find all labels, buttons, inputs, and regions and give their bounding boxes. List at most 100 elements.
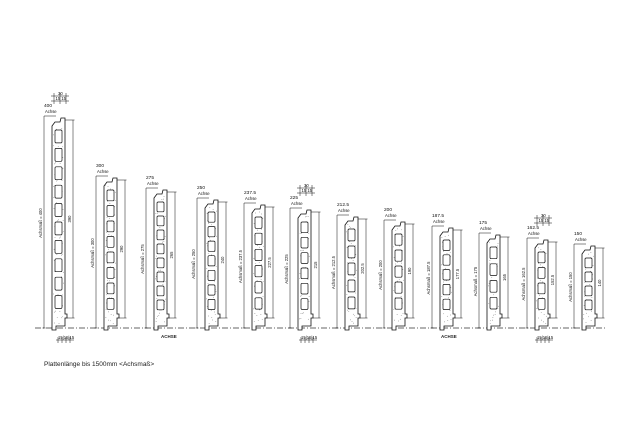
hollow-cell <box>106 189 115 202</box>
hollow-cell <box>106 251 115 264</box>
svg-text:15|15|15: 15|15|15 <box>58 335 75 340</box>
top-width-label: 200 <box>384 207 392 213</box>
hollow-cell <box>442 269 451 281</box>
hollow-cell <box>489 263 498 276</box>
axis-label-2: ACHSE <box>441 334 457 339</box>
achsmass-label: Achsmaß = 225 <box>284 254 289 284</box>
achsmass-label: Achsmaß = 300 <box>90 238 95 268</box>
hollow-cell <box>489 296 498 310</box>
top-width-label: 175 <box>479 220 487 226</box>
hollow-cell <box>254 265 263 278</box>
top-width-label: 162.5 <box>527 225 539 231</box>
height-label: 290 <box>119 245 124 253</box>
hollow-cell <box>254 297 263 310</box>
hollow-cell <box>584 299 593 311</box>
achsmass-label: Achsmaß = 400 <box>38 208 43 238</box>
top-width-label: 400 <box>44 103 52 109</box>
hollow-cell <box>584 271 593 283</box>
top-dim-parts: 15 15 <box>56 96 67 101</box>
axis-label-1: ACHSE <box>161 334 177 339</box>
achse-label: Achse <box>480 226 492 231</box>
hollow-cell <box>347 279 356 293</box>
hollow-cell <box>442 298 451 310</box>
top-width-label: 150 <box>574 231 582 237</box>
hollow-cell <box>537 298 546 310</box>
top-width-label: 237.5 <box>244 190 256 196</box>
height-label: 390 <box>67 215 72 223</box>
hollow-cell <box>442 239 451 251</box>
hollow-cell <box>347 296 356 310</box>
achse-label: Achse <box>338 208 350 213</box>
hollow-cell <box>254 248 263 261</box>
achse-label: Achse <box>147 181 159 186</box>
hollow-cell <box>537 251 546 264</box>
achsmass-label: Achsmaß = 175 <box>473 266 478 296</box>
hollow-cell <box>156 229 165 241</box>
height-label: 152.5 <box>550 274 555 285</box>
top-dim-total: 30 <box>541 213 546 218</box>
svg-text:15|15|15: 15|15|15 <box>537 335 554 340</box>
hollow-cell <box>207 226 216 238</box>
svg-text:15|15|15: 15|15|15 <box>301 335 318 340</box>
achsmass-label: Achsmaß = 187.5 <box>426 261 431 295</box>
hollow-cell <box>347 262 356 276</box>
hollow-cell <box>394 297 403 310</box>
height-label: 215 <box>313 261 318 269</box>
top-width-label: 187.5 <box>432 213 444 219</box>
hollow-cell <box>254 216 263 229</box>
hollow-cell <box>300 282 309 295</box>
panel-length-note: Plattenlänge bis 1500mm <Achsmaß> <box>44 361 155 368</box>
hollow-cell <box>156 257 165 269</box>
hollow-cell <box>300 221 309 234</box>
achse-label: Achse <box>433 219 445 224</box>
hollow-cell <box>156 271 165 283</box>
achse-label: Achse <box>291 201 303 206</box>
hollow-cell <box>207 299 216 310</box>
hollow-cell <box>54 129 63 144</box>
achse-label: Achse <box>385 213 397 218</box>
hollow-cell <box>156 243 165 255</box>
achse-label: Achse <box>575 237 587 242</box>
top-width-label: 250 <box>197 185 205 191</box>
hollow-cell <box>156 285 165 297</box>
hollow-cell <box>54 258 63 273</box>
achsmass-label: Achsmaß = 200 <box>378 260 383 290</box>
hollow-cell <box>584 257 593 269</box>
achsmass-label: Achsmaß = 275 <box>140 244 145 274</box>
height-label: 165 <box>502 273 507 281</box>
hollow-cell <box>156 215 165 227</box>
top-width-label: 300 <box>96 163 104 169</box>
hollow-cell <box>156 299 165 311</box>
hollow-cell <box>300 252 309 264</box>
hollow-cell <box>394 233 403 246</box>
top-width-label: 212.5 <box>337 202 349 208</box>
height-label: 202.5 <box>360 263 365 274</box>
achsmass-label: Achsmaß = 150 <box>568 272 573 302</box>
bottom-dimension-1: 15|15|15 <box>56 335 75 343</box>
hollow-cell <box>207 255 216 267</box>
hollow-cell <box>54 276 63 291</box>
achse-label: Achse <box>45 109 57 114</box>
hollow-cell <box>207 269 216 281</box>
hollow-cell <box>300 298 309 310</box>
hollow-cell <box>300 236 309 249</box>
hollow-cell <box>347 228 356 242</box>
height-label: 265 <box>169 251 174 259</box>
hollow-cell <box>300 267 309 280</box>
achse-label: Achse <box>528 231 540 236</box>
height-label: 177.5 <box>455 268 460 279</box>
height-label: 240 <box>220 256 225 264</box>
achsmass-label: Achsmaß = 237.5 <box>238 249 243 283</box>
hollow-cell <box>106 205 115 217</box>
hollow-cell <box>54 148 63 162</box>
